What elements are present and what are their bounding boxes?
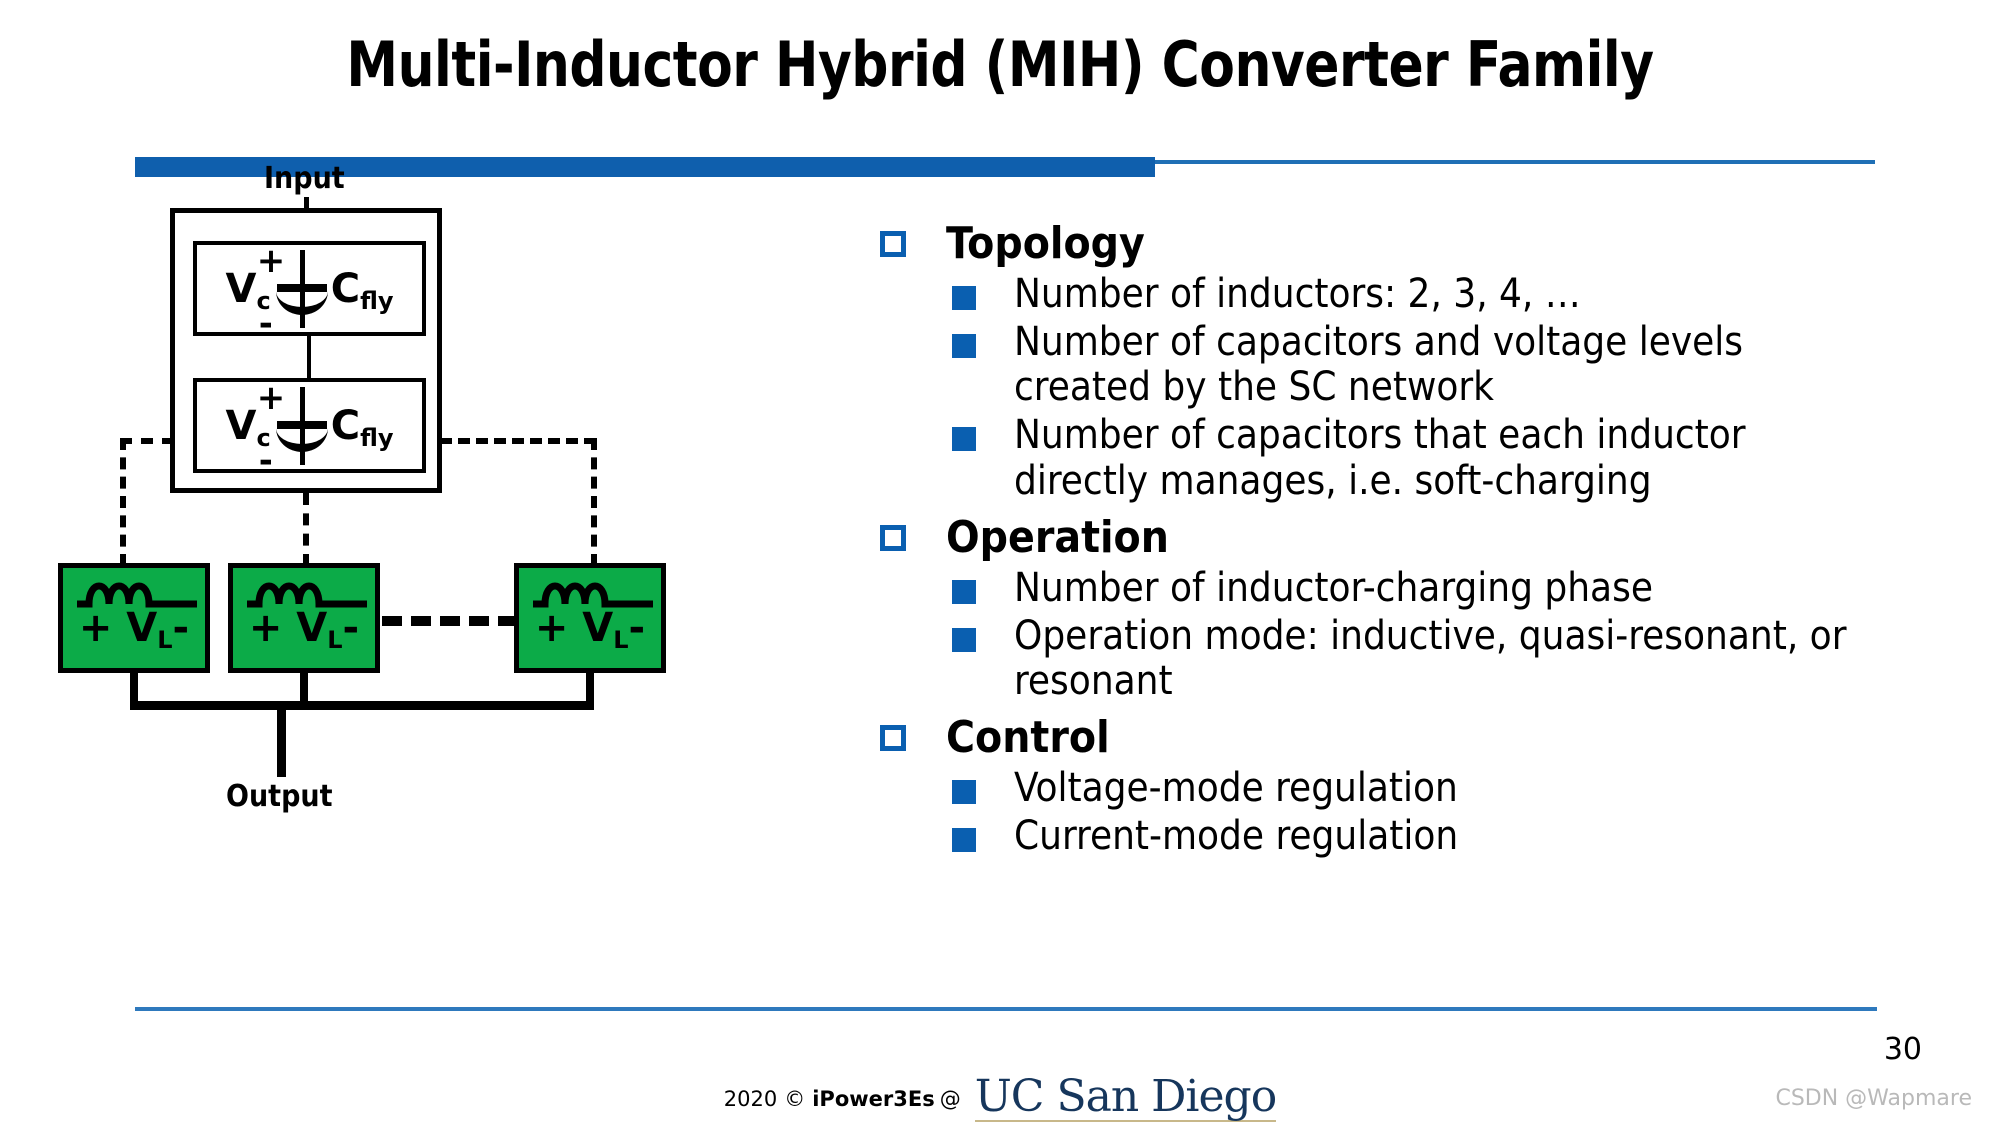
output-wire <box>277 705 286 777</box>
output-drop-inductor-3 <box>586 671 594 707</box>
inductor-voltage-label-3: + VL- <box>534 605 646 654</box>
outline-item-label: Number of capacitors that each inductor … <box>1014 412 1746 504</box>
input-label: Input <box>264 161 345 196</box>
capacitor-interconnect-wire <box>307 335 311 379</box>
dashed-branch-left-horizontal <box>120 438 174 444</box>
inductor-voltage-sub-2: L <box>327 626 343 654</box>
output-drop-inductor-1 <box>130 671 138 707</box>
filled-square-bullet-icon <box>952 285 976 310</box>
output-drop-inductor-2 <box>300 671 308 707</box>
capacitor-minus-2: - <box>258 440 273 481</box>
hollow-square-bullet-icon <box>880 725 906 752</box>
output-label: Output <box>226 779 333 814</box>
capacitor-symbol-1: + - <box>257 244 330 341</box>
outline-heading-label: Control <box>946 712 1110 764</box>
outline-item[interactable]: Current-mode regulation <box>952 814 1910 859</box>
mih-converter-diagram: Input Vc + - Cfly <box>40 161 860 1005</box>
sc-network-box: Vc + - Cfly Vc + <box>170 208 442 493</box>
capacitor-name-sub-2: fly <box>360 423 394 452</box>
dashed-branch-right-horizontal <box>440 438 596 444</box>
outline-item-label: Number of inductor-charging phase <box>1014 564 1653 611</box>
capacitor-curved-plate-2 <box>275 428 328 452</box>
inductor-cell-1: + VL- <box>58 563 210 673</box>
filled-square-bullet-icon <box>952 627 976 652</box>
page-number: 30 <box>1883 1032 1922 1067</box>
outline-item-label: Operation mode: inductive, quasi-resonan… <box>1014 612 1847 705</box>
outline-item-label: Voltage-mode regulation <box>1014 765 1458 812</box>
capacitor-name-sub-1: fly <box>360 286 394 315</box>
footer: 2020 © iPower3Es @ UC San Diego <box>0 1075 2000 1122</box>
outline-heading-operation[interactable]: Operation <box>880 512 1910 564</box>
page-title: Multi-Inductor Hybrid (MIH) Converter Fa… <box>346 28 1654 101</box>
hollow-square-bullet-icon <box>880 524 906 551</box>
ucsd-logo: UC San Diego <box>974 1071 1277 1122</box>
footer-org: iPower3Es <box>812 1086 935 1111</box>
capacitor-plus-2: + <box>256 377 286 418</box>
capacitor-curved-plate-1 <box>275 291 328 315</box>
dashed-branch-middle-vertical <box>303 493 309 566</box>
inductor-voltage-sub-3: L <box>613 626 629 654</box>
inductor-cell-2: + VL- <box>228 563 380 673</box>
outline-heading-topology[interactable]: Topology <box>880 218 1910 270</box>
content-outline: Topology Number of inductors: 2, 3, 4, …… <box>880 218 1910 863</box>
capacitor-plate-2 <box>276 420 327 429</box>
outline-item[interactable]: Voltage-mode regulation <box>952 766 1910 811</box>
copyright-icon: © <box>784 1086 806 1111</box>
capacitor-cell-1: Vc + - Cfly <box>193 241 426 341</box>
outline-heading-control[interactable]: Control <box>880 712 1910 764</box>
capacitor-name-label-2: Cfly <box>330 402 394 452</box>
outline-heading-label: Topology <box>946 218 1145 269</box>
filled-square-bullet-icon <box>952 427 976 452</box>
capacitor-cell-2: Vc + - Cfly <box>193 378 426 478</box>
output-bus-rail <box>130 701 594 710</box>
capacitor-symbol-2: + - <box>257 381 330 478</box>
watermark: CSDN @Wapmare <box>1775 1086 1972 1111</box>
inductor-coil-icon-2 <box>247 582 367 608</box>
header-thick-bar <box>135 157 1155 177</box>
outline-item[interactable]: Operation mode: inductive, quasi-resonan… <box>952 612 1910 705</box>
outline-item-label: Number of capacitors and voltage levels … <box>1014 319 1744 411</box>
outline-item-label: Number of inductors: 2, 3, 4, … <box>1014 270 1581 317</box>
inductor-voltage-sub-1: L <box>157 626 173 654</box>
filled-square-bullet-icon <box>952 780 976 805</box>
filled-square-bullet-icon <box>952 579 976 604</box>
inductor-voltage-label-1: + VL- <box>78 605 190 654</box>
dashed-branch-right-vertical <box>591 438 597 566</box>
outline-item-label: Current-mode regulation <box>1014 813 1459 860</box>
inductor-series-ellipsis <box>382 616 518 626</box>
capacitor-plate-1 <box>276 283 327 292</box>
capacitor-voltage-label-1: Vc <box>225 265 271 315</box>
inductor-coil-icon-3 <box>533 582 653 608</box>
outline-item[interactable]: Number of inductor-charging phase <box>952 564 1910 611</box>
capacitor-minus-1: - <box>258 303 273 344</box>
footer-at: @ <box>939 1086 961 1111</box>
filled-square-bullet-icon <box>952 334 976 359</box>
capacitor-plus-1: + <box>256 240 286 281</box>
inductor-voltage-label-2: + VL- <box>248 605 360 654</box>
capacitor-voltage-sub-1: c <box>256 286 271 315</box>
outline-item[interactable]: Number of capacitors that each inductor … <box>952 413 1910 503</box>
footer-rule <box>135 1007 1877 1011</box>
inductor-coil-icon-1 <box>77 582 197 608</box>
outline-item[interactable]: Number of inductors: 2, 3, 4, … <box>952 270 1910 317</box>
hollow-square-bullet-icon <box>880 231 906 257</box>
inductor-cell-3: + VL- <box>514 563 666 673</box>
filled-square-bullet-icon <box>952 828 976 853</box>
dashed-branch-left-vertical <box>120 438 126 566</box>
capacitor-voltage-sub-2: c <box>256 423 271 452</box>
capacitor-name-label-1: Cfly <box>330 265 394 315</box>
outline-item[interactable]: Number of capacitors and voltage levels … <box>952 319 1910 411</box>
footer-year: 2020 <box>723 1086 778 1111</box>
outline-heading-label: Operation <box>946 511 1169 563</box>
capacitor-voltage-label-2: Vc <box>225 402 271 452</box>
